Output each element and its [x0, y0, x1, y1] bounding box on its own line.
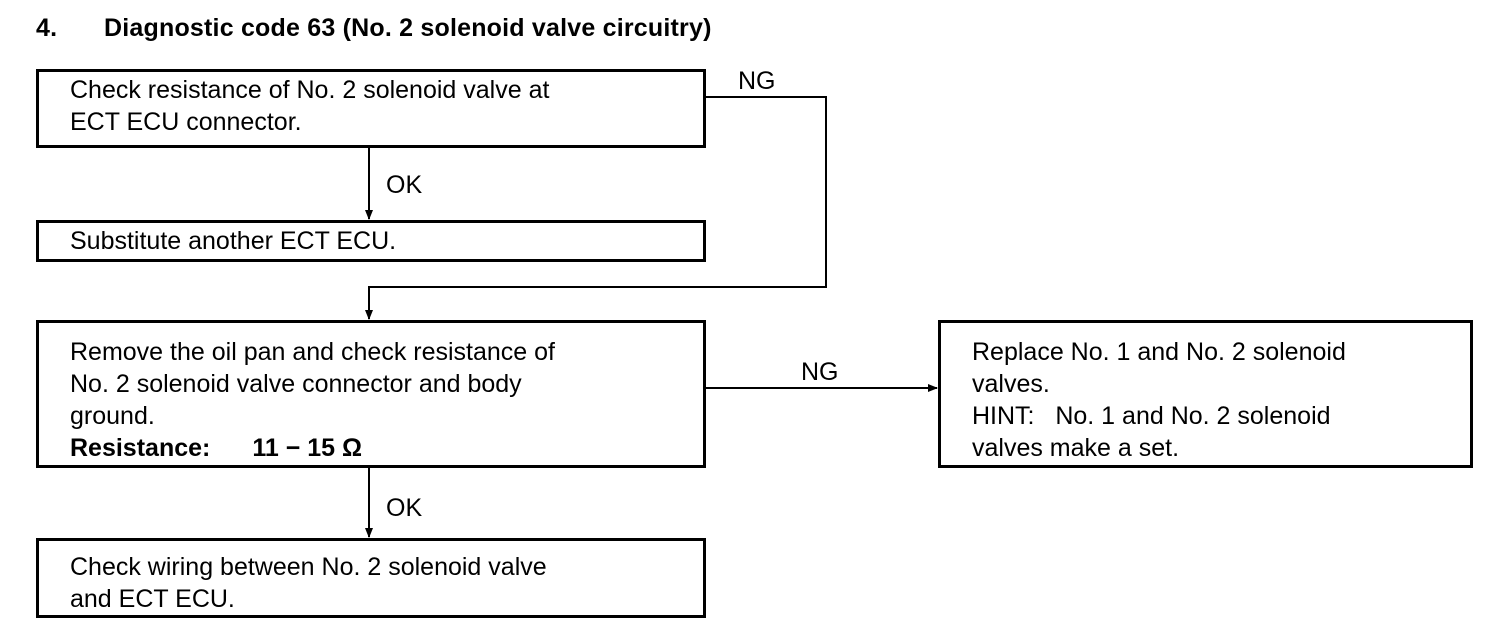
label-ok-2: OK	[386, 494, 423, 522]
box-text-line: valves make a set.	[972, 434, 1180, 462]
box-text-line: Check wiring between No. 2 solenoid valv…	[70, 553, 547, 581]
box-substitute-ecu: Substitute another ECT ECU.	[36, 220, 706, 262]
box-text-line: ECT ECU connector.	[70, 108, 302, 136]
hint-line: HINT: No. 1 and No. 2 solenoid	[972, 402, 1331, 430]
resistance-value: 11 − 15 Ω	[252, 434, 363, 462]
box-check-ecu-resistance: Check resistance of No. 2 solenoid valve…	[36, 69, 706, 148]
box-text-line: Substitute another ECT ECU.	[70, 227, 397, 255]
title-text: Diagnostic code 63 (No. 2 solenoid valve…	[104, 14, 712, 42]
page-title: 4. Diagnostic code 63 (No. 2 solenoid val…	[36, 14, 712, 43]
box-replace-solenoids: Replace No. 1 and No. 2 solenoid valves.…	[938, 320, 1473, 468]
box-text-line: ground.	[70, 402, 155, 430]
box-text-line: and ECT ECU.	[70, 585, 235, 613]
label-ng-top: NG	[738, 67, 776, 95]
box-text-line: No. 2 solenoid valve connector and body	[70, 370, 522, 398]
label-ng-right: NG	[801, 358, 839, 386]
box-text-line: valves.	[972, 370, 1050, 398]
edge-ng-top	[365, 96, 827, 320]
title-number: 4.	[36, 14, 58, 42]
box-text-line: Replace No. 1 and No. 2 solenoid	[972, 338, 1346, 366]
box-check-oil-pan-resistance: Remove the oil pan and check resistance …	[36, 320, 706, 468]
resistance-spec: Resistance: 11 − 15 Ω	[70, 432, 703, 464]
label-ok-1: OK	[386, 171, 423, 199]
box-text-line: Remove the oil pan and check resistance …	[70, 338, 555, 366]
box-check-wiring: Check wiring between No. 2 solenoid valv…	[36, 538, 706, 618]
resistance-label: Resistance:	[70, 434, 211, 462]
box-text-line: Check resistance of No. 2 solenoid valve…	[70, 76, 550, 104]
